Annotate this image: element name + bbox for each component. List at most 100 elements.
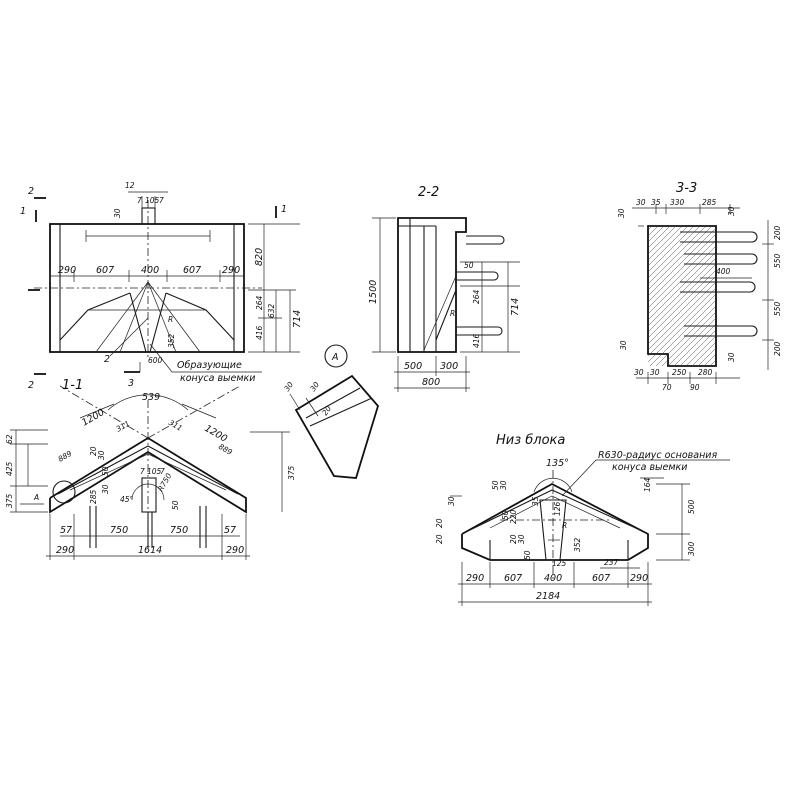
front-inner-d2: 600 (148, 356, 163, 365)
sec11-inner-1: 30 (97, 450, 106, 460)
hatch-line (794, 226, 800, 366)
hatch-line (667, 226, 716, 366)
detail-a-circle (324, 344, 348, 368)
front-right-0: 820 (254, 248, 265, 266)
hatch-line (648, 226, 716, 366)
front-row-1: 607 (96, 265, 114, 276)
hatch-line (709, 226, 716, 366)
section-1-1-labels: 1-1 539 1200 311 311 1200 889 889 62 425… (5, 378, 296, 556)
sec33-top-1: 35 (651, 198, 661, 207)
sec22-total: 800 (422, 377, 440, 388)
section-mark-3: 3 (128, 378, 134, 389)
detail-a-letter: А (331, 352, 339, 363)
sec22-bottom-0: 500 (404, 361, 422, 372)
sec22-bottom-1: 300 (440, 361, 458, 372)
detail-a-labels: А 30 30 20 (282, 352, 338, 417)
sec22-right-1: 264 (472, 289, 481, 304)
sec22-r: R (450, 309, 455, 318)
hatch-line (648, 226, 716, 366)
bottom-inner-7: 50 (523, 550, 532, 560)
hatch-line (648, 226, 689, 366)
bottom-outline (461, 482, 649, 561)
sec11-inner-3: 50 (101, 466, 110, 476)
sec33-left-bottom: 30 (619, 340, 628, 350)
sec33-hatch (648, 226, 800, 366)
bottom-inner-0: 50 (501, 510, 510, 520)
sec33-bottom-4: 30 (727, 352, 736, 362)
sec11-row-0: 57 (60, 525, 72, 536)
hatch-line (648, 226, 716, 366)
hatch-line (764, 226, 800, 366)
bottom-left-4: 20 (435, 534, 444, 544)
section-mark-1b: 1 (281, 204, 287, 215)
front-top-d3: 105 (145, 196, 160, 205)
sec11-inner-8: 45° (120, 495, 134, 504)
sec33-top-3: 285 (702, 198, 717, 207)
hatch-line (679, 226, 716, 366)
sec11-arc-0: 1200 (80, 407, 106, 429)
sec33-top-2: 330 (670, 198, 685, 207)
bottom-left-3: 20 (435, 518, 444, 528)
detail-a-d2: 30 (308, 380, 321, 393)
front-right-2: 632 (267, 303, 276, 318)
hatch-line (648, 226, 677, 366)
bottom-inner-5: 35 (531, 496, 540, 506)
sec33-outline (647, 225, 717, 367)
hatch-line (648, 226, 671, 366)
hatch-line (648, 226, 683, 366)
sec11-inner-4: 30 (101, 484, 110, 494)
front-right-4: 714 (292, 310, 303, 328)
bottom-view-labels: Низ блока 135° R630-радиус основания кон… (435, 433, 717, 602)
front-row-0: 290 (58, 265, 76, 276)
bottom-row-2: 400 (544, 573, 562, 584)
sec11-arc-1: 311 (115, 419, 132, 434)
section-2-2 (372, 217, 520, 392)
front-top-d1: 12 (125, 181, 135, 190)
hatch-line (661, 226, 716, 366)
hatch-line (648, 226, 716, 366)
bottom-inner-9: 237 (604, 558, 619, 567)
sec22-right-2: 714 (510, 298, 521, 316)
bottom-inner-8: 125 (552, 559, 567, 568)
sec11-diag-1: 889 (217, 442, 234, 457)
sec22-title: 2-2 (418, 185, 439, 200)
bottom-right-0: 500 (687, 499, 696, 514)
hatch-line (648, 226, 716, 366)
hatch-line (722, 226, 800, 366)
sec11-inner-7: 7 (160, 467, 165, 476)
section-2-2-labels: 2-2 1500 50 264 714 416 500 300 800 R (368, 185, 521, 388)
sec22-outline (397, 217, 467, 353)
sec33-left-top: 30 (617, 208, 626, 218)
bottom-note-line1: R630-радиус основания (598, 450, 717, 461)
hatch-line (648, 226, 716, 366)
front-row-2: 400 (141, 265, 159, 276)
section-3-3 (632, 204, 800, 384)
bottom-left-0: 30 (447, 496, 456, 506)
bottom-row-1: 607 (504, 573, 522, 584)
sec11-arc-3: 1200 (203, 423, 229, 445)
bottom-row-4: 290 (630, 573, 648, 584)
bottom-left-1: 50 (491, 480, 500, 490)
sec33-top-4: 30 (727, 206, 736, 216)
front-right-3: 416 (255, 325, 264, 340)
bottom-total: 2184 (536, 591, 560, 602)
bottom-inner-1: 220 (509, 509, 518, 524)
section-mark-2a: 2 (28, 186, 34, 197)
front-view (28, 191, 300, 375)
hatch-line (648, 226, 713, 366)
sec22-left: 1500 (368, 280, 379, 304)
section-mark-2b: 2 (28, 380, 34, 391)
section-mark-2c: 2 (104, 354, 110, 365)
hatch-line (728, 226, 800, 366)
sec11-right: 375 (287, 465, 296, 480)
front-inner-r: R (168, 315, 173, 324)
sec11-bottom-2: 290 (226, 545, 244, 556)
hatch-line (648, 226, 653, 366)
sec11-inner-10: 50 (171, 500, 180, 510)
hatch-line (734, 226, 800, 366)
sec11-row-2: 750 (170, 525, 188, 536)
hatch-line (655, 226, 716, 366)
bottom-inner-3: 30 (517, 534, 526, 544)
detail-a-outline (294, 374, 380, 479)
sec11-inner-2: 285 (89, 489, 98, 504)
